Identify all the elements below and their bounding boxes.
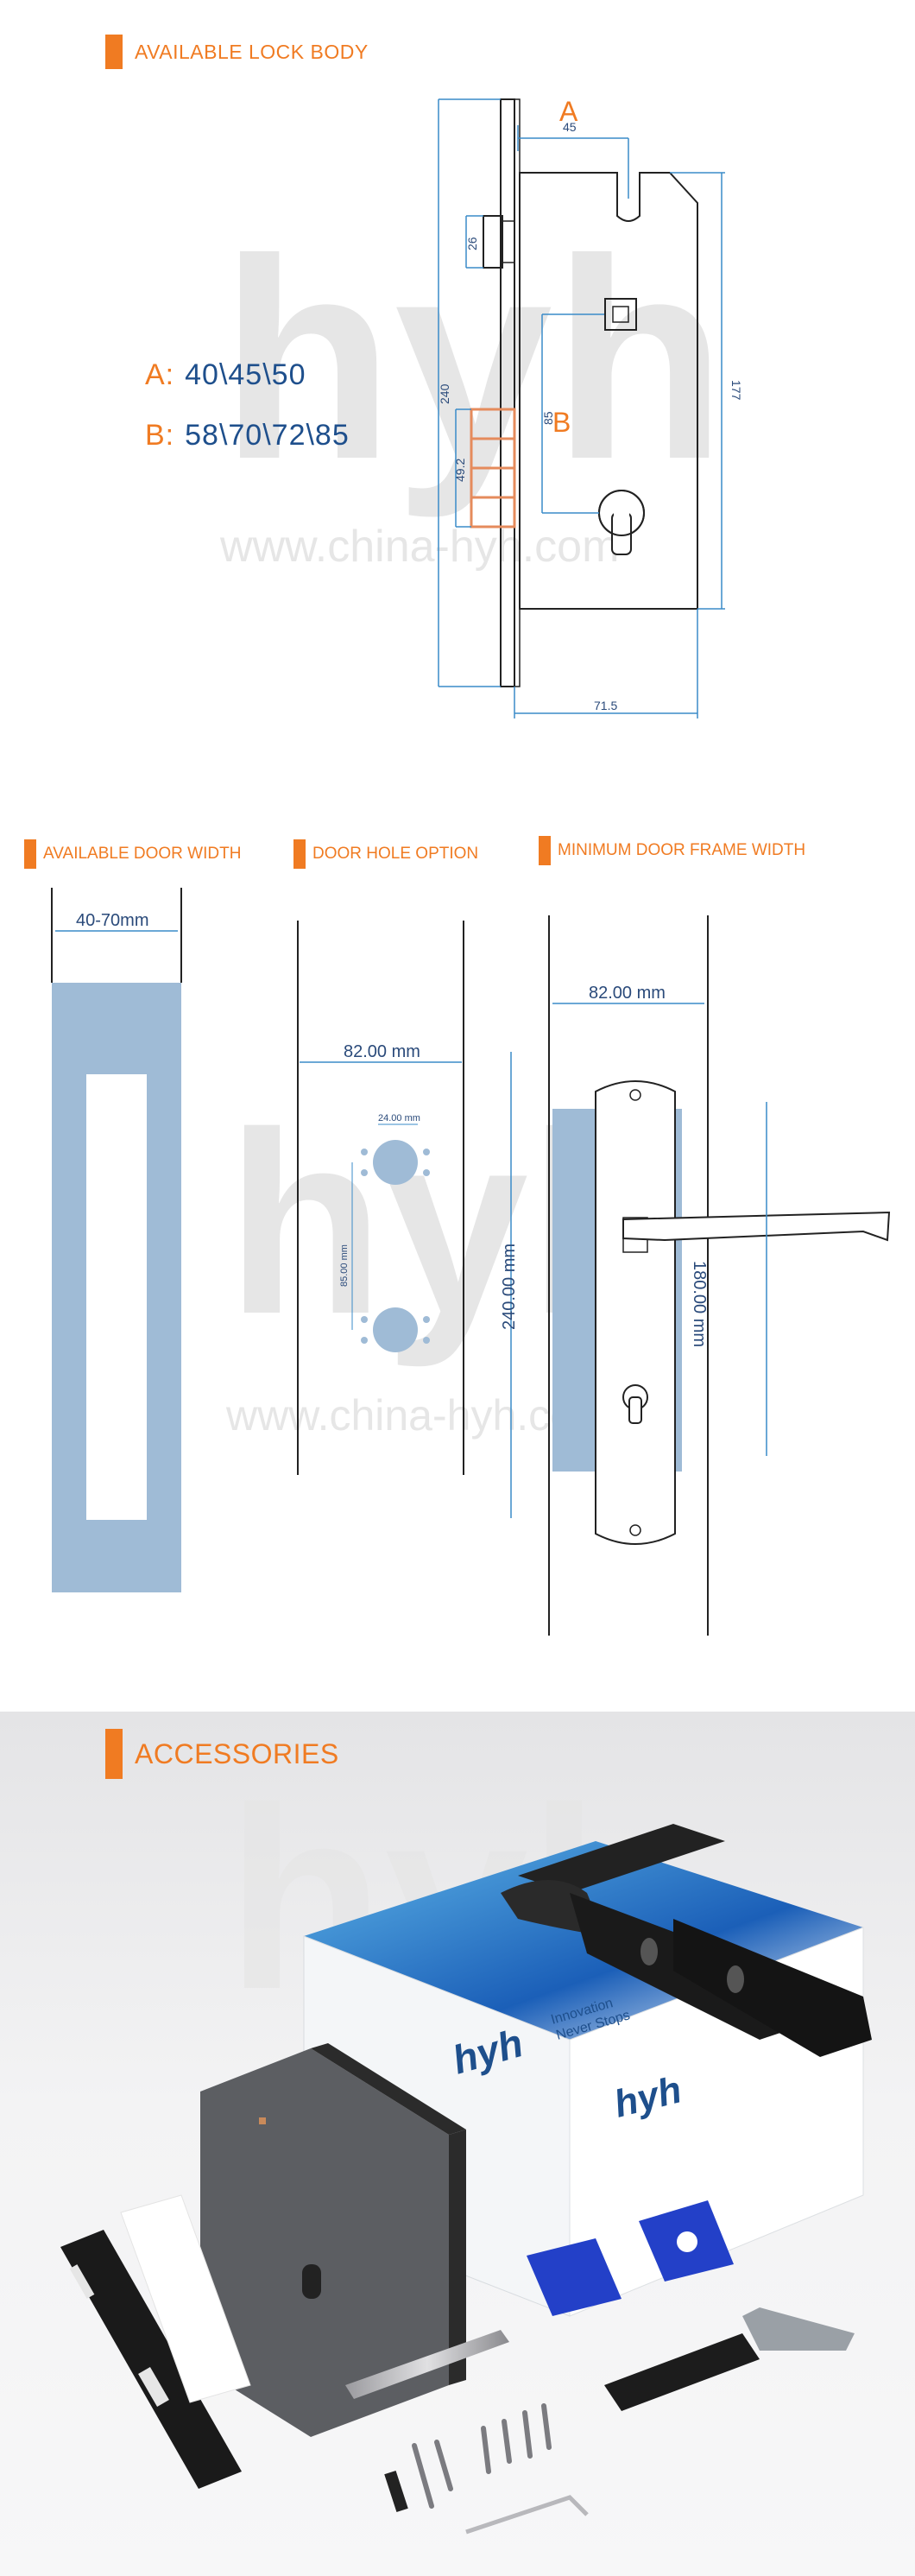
door-width-header: AVAILABLE DOOR WIDTH bbox=[24, 839, 241, 869]
section-marker bbox=[105, 1729, 123, 1779]
frame-width-value: 82.00 mm bbox=[589, 984, 666, 1003]
spec-a-label: A: bbox=[145, 358, 175, 391]
section-marker bbox=[24, 839, 36, 869]
spec-b-label: B: bbox=[145, 419, 175, 452]
dim-85: 85 bbox=[541, 411, 555, 425]
section-marker bbox=[293, 839, 306, 869]
rosette-plate-1 bbox=[527, 2238, 622, 2316]
watermark-url-2: www.china-hyh.com bbox=[225, 1391, 610, 1440]
frame-width-diagram: 82.00 mm 240.00 mm 180.00 mm bbox=[500, 915, 891, 1636]
dim-71-5: 71.5 bbox=[594, 699, 617, 712]
dim-240: 240 bbox=[438, 383, 451, 404]
watermark-url: www.china-hyh.com bbox=[219, 522, 619, 572]
lock-case bbox=[200, 2048, 449, 2437]
door-hole-header: DOOR HOLE OPTION bbox=[293, 839, 478, 869]
dimension-drawings: hyh www.china-hyh.com 40-70mm 82.00 mm 2… bbox=[51, 888, 891, 1636]
section-marker bbox=[539, 836, 551, 865]
door-width-diagram: 40-70mm bbox=[51, 888, 182, 1592]
door-hole-title: DOOR HOLE OPTION bbox=[312, 845, 479, 863]
lock-body-header: AVAILABLE LOCK BODY bbox=[105, 35, 369, 69]
accessories-illustration: hyh www.china-hyh.com hyh Innovation Nev… bbox=[60, 1753, 872, 2535]
strike-plate bbox=[60, 2230, 242, 2489]
dim-45: 45 bbox=[563, 120, 577, 134]
spec-b-value: 58\70\72\85 bbox=[185, 419, 350, 452]
frame-width-title: MINIMUM DOOR FRAME WIDTH bbox=[558, 841, 806, 859]
watermark-logo: hyh bbox=[220, 199, 727, 520]
dim-49-2: 49.2 bbox=[453, 459, 467, 482]
cylinder bbox=[604, 2333, 760, 2411]
frame-width-header: MINIMUM DOOR FRAME WIDTH bbox=[539, 836, 805, 865]
door-hole-width: 82.00 mm bbox=[344, 1042, 420, 1061]
accessories-header: ACCESSORIES bbox=[105, 1729, 339, 1779]
door-hole-diagram: 82.00 mm 24.00 mm 85.00 mm bbox=[297, 921, 464, 1475]
lock-body-title: AVAILABLE LOCK BODY bbox=[135, 40, 369, 63]
door-hole-vertical: 85.00 mm bbox=[339, 1244, 350, 1287]
door-hole-spacing: 24.00 mm bbox=[378, 1113, 420, 1123]
spec-a-value: 40\45\50 bbox=[185, 358, 306, 391]
door-width-title: AVAILABLE DOOR WIDTH bbox=[43, 845, 242, 863]
callout-b: B bbox=[552, 407, 571, 438]
accessories-title: ACCESSORIES bbox=[135, 1737, 339, 1769]
accessories-photo: ACCESSORIES hyh www.china-hyh.com hyh In… bbox=[0, 1712, 915, 2576]
lock-body-drawing: hyh www.china-hyh.com bbox=[219, 96, 743, 718]
section-marker bbox=[105, 35, 123, 69]
dim-26: 26 bbox=[465, 237, 479, 250]
frame-handle-height: 180.00 mm bbox=[690, 1261, 709, 1347]
spec-a: A: 40\45\50 bbox=[145, 358, 306, 392]
frame-plate-height: 240.00 mm bbox=[500, 1244, 519, 1330]
spec-b: B: 58\70\72\85 bbox=[145, 419, 350, 453]
dim-177: 177 bbox=[729, 380, 743, 401]
door-width-range: 40-70mm bbox=[76, 911, 148, 930]
callout-a: A bbox=[559, 96, 578, 127]
